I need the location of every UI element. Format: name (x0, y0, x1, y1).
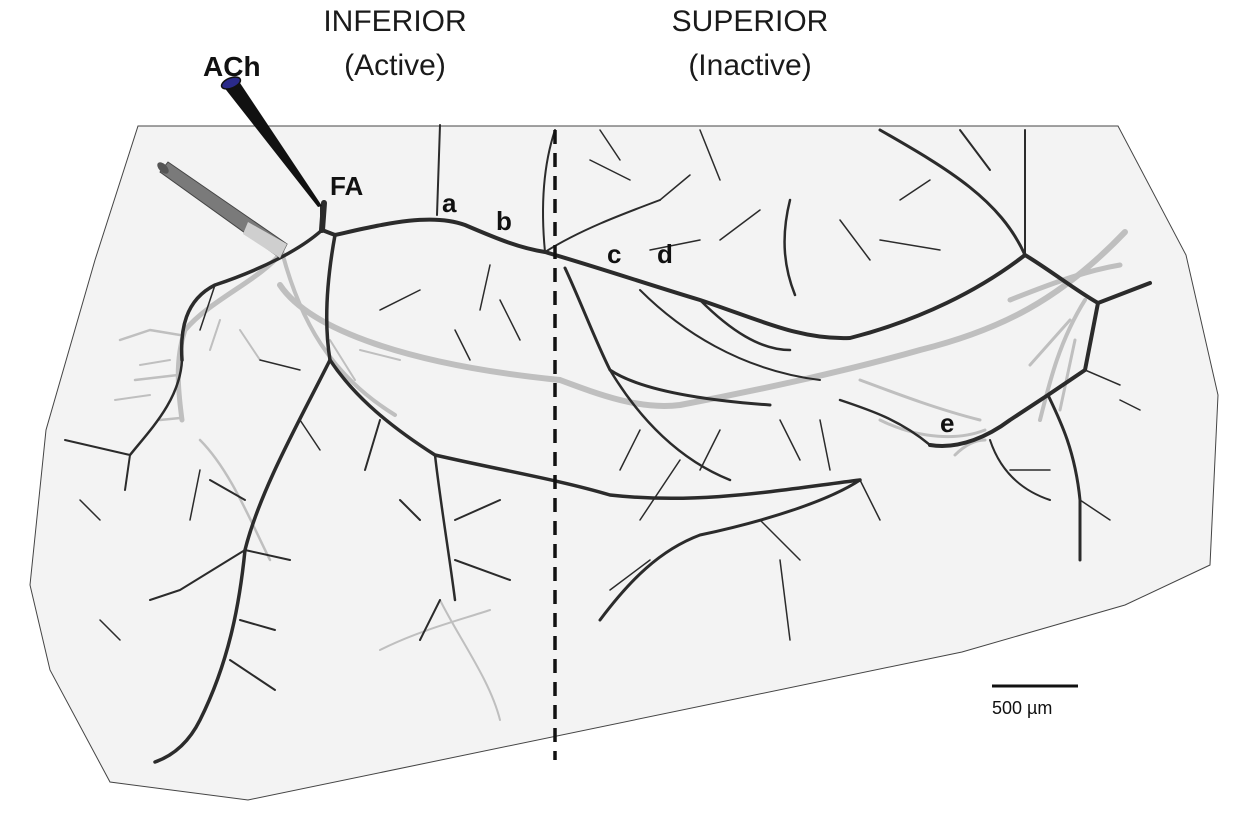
segment-label-b: b (496, 206, 512, 236)
segment-label-e: e (940, 408, 954, 438)
segment-label-a: a (442, 188, 457, 218)
segment-label-d: d (657, 239, 673, 269)
scale-bar-label: 500 µm (992, 698, 1052, 718)
segment-label-c: c (607, 239, 621, 269)
feed-artery-label: FA (330, 171, 363, 201)
feed-artery-stub (322, 203, 324, 230)
ach-label: ACh (203, 51, 261, 82)
